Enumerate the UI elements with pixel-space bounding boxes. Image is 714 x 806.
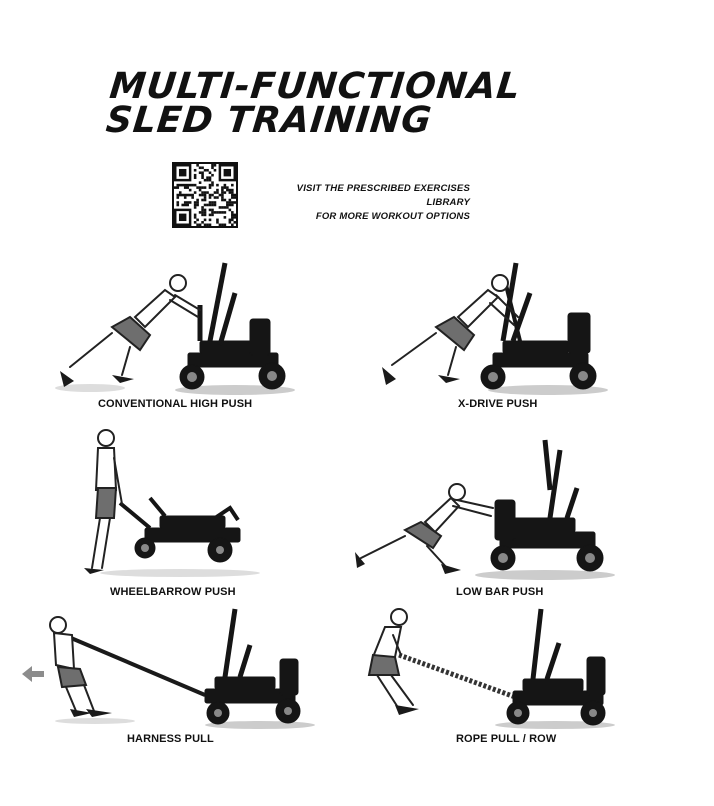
exercise-panel-wheelbarrow-push: [70, 428, 270, 578]
caption-wheelbarrow-push: WHEELBARROW PUSH: [110, 586, 236, 598]
caption-rope-pull-row: ROPE PULL / ROW: [456, 733, 557, 745]
qr-caption-line-1: VISIT THE PRESCRIBED EXERCISES LIBRARY: [296, 183, 470, 208]
rope-pull-row-illustration: [367, 608, 615, 729]
caption-low-bar-push: LOW BAR PUSH: [456, 586, 544, 598]
x-drive-push-illustration: [382, 262, 608, 395]
exercise-panel-harness-pull: [40, 605, 320, 730]
exercise-panel-x-drive-push: [378, 255, 628, 395]
harness-pull-illustration: [49, 608, 315, 729]
exercise-panel-rope-pull-row: [355, 605, 615, 730]
caption-conventional-high-push: CONVENTIONAL HIGH PUSH: [98, 398, 253, 410]
title-line-2: SLED TRAINING: [104, 100, 435, 141]
title-line-1: MULTI-FUNCTIONAL: [107, 66, 523, 107]
conventional-high-push-illustration: [55, 262, 295, 395]
qr-caption-line-2: FOR MORE WORKOUT OPTIONS: [315, 211, 470, 222]
page-title: MULTI-FUNCTIONAL SLED TRAINING: [104, 66, 523, 141]
pull-direction-arrow-icon: [22, 666, 44, 682]
qr-code[interactable]: [172, 162, 238, 228]
qr-caption: VISIT THE PRESCRIBED EXERCISES LIBRARY F…: [258, 182, 470, 224]
exercise-panel-low-bar-push: [355, 439, 615, 580]
exercise-panel-conventional-high-push: [50, 255, 300, 395]
low-bar-push-illustration: [355, 439, 615, 580]
wheelbarrow-push-illustration: [84, 429, 260, 577]
qr-code-pattern: [174, 164, 236, 226]
caption-harness-pull: HARNESS PULL: [127, 733, 214, 745]
caption-x-drive-push: X-DRIVE PUSH: [458, 398, 538, 410]
